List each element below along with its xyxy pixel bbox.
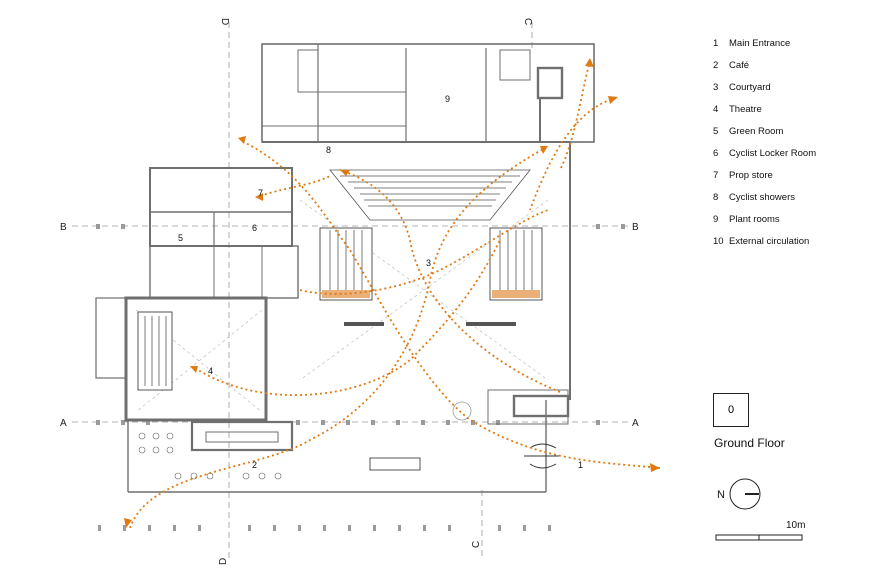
legend-item: 1 Main Entrance [713,38,863,60]
legend-item: 4 Theatre [713,104,863,126]
floor-plan: D D C C B B A A [60,18,661,565]
legend-number: 4 [713,104,719,115]
room-number-6: 6 [252,223,257,233]
legend-number: 10 [713,236,724,247]
room-number-9: 9 [445,94,450,104]
legend-label: Plant rooms [729,214,780,225]
legend-number: 5 [713,126,719,137]
floor-number-box: 0 [713,393,749,427]
legend-item: 5 Green Room [713,126,863,148]
legend-label: Courtyard [729,82,771,93]
north-label: N [717,489,725,501]
north-arrow-icon: N [717,478,761,510]
scale-label: 10m [786,520,805,531]
room-number-1: 1 [578,460,583,470]
legend-number: 1 [713,38,719,49]
legend-item: 9 Plant rooms [713,214,863,236]
grid-label-b-left: B [60,222,67,233]
grid-label-b-right: B [632,222,639,233]
grid-label-c-top: C [522,18,533,25]
legend-label: Cyclist showers [729,192,795,203]
amphitheatre-seating [329,169,531,221]
legend-label: External circulation [729,236,810,247]
legend-number: 6 [713,148,719,159]
grid-labels: D D C C B B A A [60,18,639,565]
circulation-arrowheads [124,58,660,528]
grid-label-a-right: A [632,418,639,429]
external-circulation-paths [129,59,661,529]
legend-label: Theatre [729,104,762,115]
legend-label: Main Entrance [729,38,791,49]
room-number-4: 4 [208,366,213,376]
legend-label: Prop store [729,170,773,181]
room-number-3: 3 [426,258,431,268]
stage-edge-east [492,290,540,298]
legend-label: Cyclist Locker Room [729,148,817,159]
room-number-5: 5 [178,233,183,243]
grid-label-d-top: D [219,18,230,25]
scale-bar-graphic: 10m [715,520,805,541]
legend-item: 7 Prop store [713,170,863,192]
column-markers [96,224,625,531]
legend-label: Green Room [729,126,784,137]
room-number-7: 7 [258,188,263,198]
legend-item: 2 Café [713,60,863,82]
legend-number: 7 [713,170,719,181]
walls [95,43,595,493]
legend-number: 9 [713,214,719,225]
legend-number: 8 [713,192,719,203]
cafe-tables [138,432,282,480]
grid-label-d-bottom: D [218,558,229,565]
legend-item: 6 Cyclist Locker Room [713,148,863,170]
legend-item: 8 Cyclist showers [713,192,863,214]
room-numbers: 1 2 3 4 5 6 7 8 9 [178,94,583,470]
entrance-gate [452,401,560,469]
legend-number: 3 [713,82,719,93]
legend-label: Café [729,60,750,71]
seating-blocks [137,227,543,391]
legend: 1 Main Entrance 2 Café 3 Courtyard 4 Theatre… [713,38,863,258]
legend-item: 10 External circulation [713,236,863,258]
floor-number: 0 [727,404,735,416]
room-number-2: 2 [252,460,257,470]
seating-rows [144,230,533,386]
legend-number: 2 [713,60,719,71]
floor-label: Ground Floor [714,436,785,450]
north-arrow: N [713,476,773,512]
benches [344,322,516,471]
grid-label-a-left: A [60,418,67,429]
grid-label-c-bottom: C [471,541,482,548]
scale-bar: 10m [714,517,809,545]
room-number-8: 8 [326,145,331,155]
legend-item: 3 Courtyard [713,82,863,104]
